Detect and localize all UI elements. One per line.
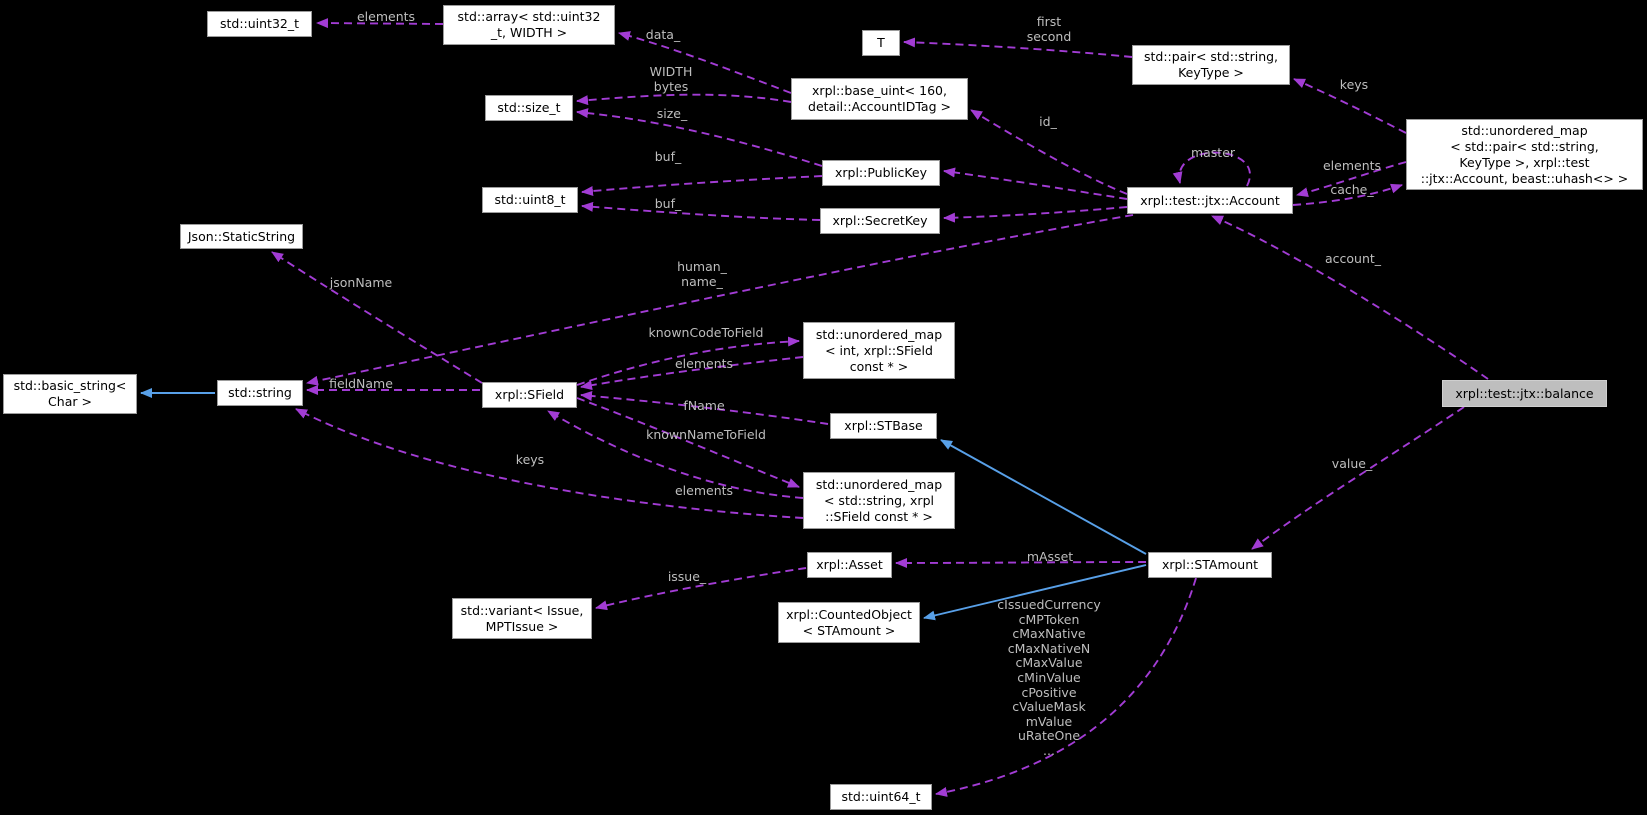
edge-stamount-to-asset-masset: [895, 557, 1147, 568]
edge-label-knowncodetofield: knownCodeToField: [648, 325, 764, 340]
edge-pair-to-t-first-second: [903, 37, 1133, 58]
edge-account-to-string-human-name: [306, 214, 1134, 386]
edge-label-stamount-members: cIssuedCurrency cMPToken cMaxNative cMax…: [997, 597, 1101, 758]
edge-account-to-umappair-cache: [1292, 183, 1403, 206]
node-std-size-t[interactable]: std::size_t: [485, 95, 573, 121]
node-xrpl-base-uint[interactable]: xrpl::base_uint< 160, detail::AccountIDT…: [791, 78, 968, 120]
edge-label-value: value_: [1331, 456, 1373, 471]
edge-array-to-uint32-elements: [316, 18, 444, 29]
edge-stamount-inherits-stbase: [940, 439, 1147, 555]
edge-publickey-to-uint8-buf: [581, 175, 823, 196]
edge-label-human-name: human_ name_: [677, 259, 727, 289]
edge-umapstring-to-string-keys: [295, 408, 804, 519]
node-xrpl-stamount[interactable]: xrpl::STAmount: [1148, 552, 1272, 578]
node-xrpl-test-jtx-account[interactable]: xrpl::test::jtx::Account: [1127, 187, 1293, 214]
edge-balance-to-stamount-value: [1251, 406, 1465, 550]
edge-label-data: data_: [645, 27, 681, 42]
edge-label-master: master: [1190, 145, 1236, 160]
node-xrpl-countedobject[interactable]: xrpl::CountedObject < STAmount >: [778, 602, 920, 643]
edge-secretkey-to-uint8-buf: [581, 201, 821, 221]
edge-account-self-master: [1172, 151, 1251, 187]
node-std-array[interactable]: std::array< std::uint32 _t, WIDTH >: [443, 5, 615, 45]
node-std-string[interactable]: std::string: [217, 380, 303, 406]
node-xrpl-asset[interactable]: xrpl::Asset: [807, 552, 892, 578]
edge-label-fname: fName: [683, 398, 725, 413]
edge-label-masset: mAsset: [1026, 549, 1074, 564]
edge-publickey-to-sizet-size: [576, 108, 823, 167]
edge-sfield-to-umapint-knowncodetofield: [576, 336, 800, 386]
edge-label-elements-int-map: elements: [674, 356, 734, 371]
node-xrpl-stbase[interactable]: xrpl::STBase: [830, 413, 937, 439]
edge-label-id: id_: [1039, 114, 1057, 129]
edge-stamount-to-uint64-members: [935, 577, 1197, 797]
edge-label-keys-pair: keys: [1339, 77, 1369, 92]
node-std-pair[interactable]: std::pair< std::string, KeyType >: [1132, 45, 1290, 85]
edge-stbase-to-sfield-fname: [580, 390, 829, 425]
node-xrpl-test-jtx-balance: xrpl::test::jtx::balance: [1442, 380, 1607, 407]
edge-sfield-to-umapstring-knownnametofield: [576, 397, 800, 488]
node-std-unordered-map-int-sfield[interactable]: std::unordered_map < int, xrpl::SField c…: [803, 322, 955, 379]
edge-label-cache: cache_: [1330, 182, 1374, 197]
edge-stamount-inherits-countedobject: [923, 564, 1147, 621]
edge-label-knownnametofield: knownNameToField: [646, 427, 766, 442]
edge-label-fieldname: fieldName: [329, 376, 393, 391]
edge-label-account: account_: [1324, 251, 1382, 266]
node-t[interactable]: T: [862, 30, 900, 56]
node-std-unordered-map-pair-account[interactable]: std::unordered_map < std::pair< std::str…: [1406, 119, 1643, 190]
edge-label-elements-array: elements: [356, 9, 416, 24]
edge-account-to-publickey-pk: [943, 167, 1128, 200]
node-std-uint8-t[interactable]: std::uint8_t: [482, 187, 578, 213]
edge-label-elements-account: elements: [1322, 158, 1382, 173]
edge-label-buf-sk: buf_: [654, 196, 682, 211]
edge-baseuint-to-sizet-width-bytes: [576, 93, 792, 106]
node-std-basic-string[interactable]: std::basic_string< Char >: [3, 374, 137, 414]
edge-umapint-to-sfield-elements: [580, 356, 804, 391]
edge-label-buf-pk: buf_: [654, 149, 682, 164]
node-xrpl-secretkey[interactable]: xrpl::SecretKey: [820, 208, 940, 234]
edge-label-jsonname: jsonName: [329, 275, 393, 290]
edge-label-width-bytes: WIDTH bytes: [649, 64, 693, 94]
edge-label-keys-string-map: keys: [515, 452, 545, 467]
edge-account-to-secretkey-sk: [943, 206, 1128, 223]
edge-account-to-baseuint-id: [970, 109, 1128, 195]
node-xrpl-publickey[interactable]: xrpl::PublicKey: [822, 160, 940, 186]
node-json-staticstring[interactable]: Json::StaticString: [180, 224, 303, 249]
edge-umapstring-to-sfield-elements: [547, 410, 804, 499]
edge-umappair-to-account-elements: [1296, 161, 1407, 198]
node-std-variant[interactable]: std::variant< Issue, MPTIssue >: [452, 598, 592, 639]
edge-asset-to-variant-issue: [595, 567, 807, 611]
node-xrpl-sfield[interactable]: xrpl::SField: [482, 382, 577, 408]
edge-sfield-to-staticstring-jsonname: [271, 251, 483, 384]
edge-balance-to-account-account: [1211, 215, 1489, 380]
node-std-uint32-t[interactable]: std::uint32_t: [207, 11, 312, 37]
edge-label-size: size_: [656, 106, 688, 121]
edge-baseuint-to-array-data: [618, 31, 792, 94]
edge-umappair-to-pair-keys: [1293, 78, 1407, 134]
edge-label-issue: issue_: [667, 569, 707, 584]
edge-label-elements-string-map: elements: [674, 483, 734, 498]
node-std-uint64-t[interactable]: std::uint64_t: [830, 784, 932, 810]
edge-label-first-second: first second: [1026, 14, 1072, 44]
node-std-unordered-map-string-sfield[interactable]: std::unordered_map < std::string, xrpl :…: [803, 472, 955, 529]
